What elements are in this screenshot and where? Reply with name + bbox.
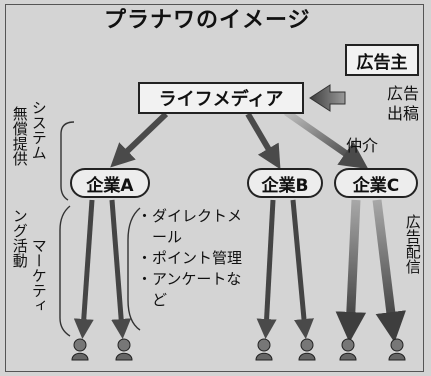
activities-bracket (127, 207, 141, 331)
diagram-frame (5, 4, 424, 372)
arrow-to-company-a (110, 111, 169, 168)
ad-submission-label: 広告出稿 (387, 84, 420, 123)
arrow-c-left (335, 199, 367, 343)
intermediary-label: 仲介 (346, 136, 379, 155)
free-provision-label: 無償提供 (10, 106, 29, 166)
company-c-node: 企業C (334, 168, 418, 198)
person-icon (255, 338, 273, 361)
arrow-c-right (372, 199, 406, 343)
person-icon (388, 338, 406, 361)
arrow-b-right (290, 199, 314, 339)
advertiser-box: 広告主 (345, 44, 419, 76)
system-bracket (60, 121, 75, 201)
life-media-box: ライフメディア (138, 82, 304, 114)
person-icon (339, 338, 357, 361)
marketing-activity-list: ・ダイレクトメール ・ポイント管理 ・アンケートなど (137, 206, 244, 311)
list-item-point-management: ・ポイント管理 (137, 249, 243, 267)
list-item-survey: ・アンケートなど (137, 270, 242, 309)
arrow-a-right (109, 199, 132, 339)
list-item-direct-mail: ・ダイレクトメール (137, 207, 243, 246)
marketing-activities-label: ング活動 (10, 208, 29, 268)
person-icon (298, 338, 316, 361)
arrow-to-company-c (284, 109, 369, 170)
person-icon (115, 338, 133, 361)
arrow-to-company-b (245, 112, 281, 170)
arrow-b-left (256, 199, 277, 339)
diagram-title: プラナワのイメージ (104, 8, 311, 33)
arrow-a-left (73, 199, 95, 339)
company-a-node: 企業A (70, 168, 150, 198)
person-icon (71, 338, 89, 361)
marketing-bracket (59, 205, 71, 337)
ad-submission-arrow (309, 84, 346, 112)
system-label: システム (29, 100, 48, 160)
ad-delivery-label: 広告配信 (403, 214, 422, 274)
company-b-node: 企業B (247, 168, 323, 198)
marketing-label: マーケティ (29, 238, 48, 313)
